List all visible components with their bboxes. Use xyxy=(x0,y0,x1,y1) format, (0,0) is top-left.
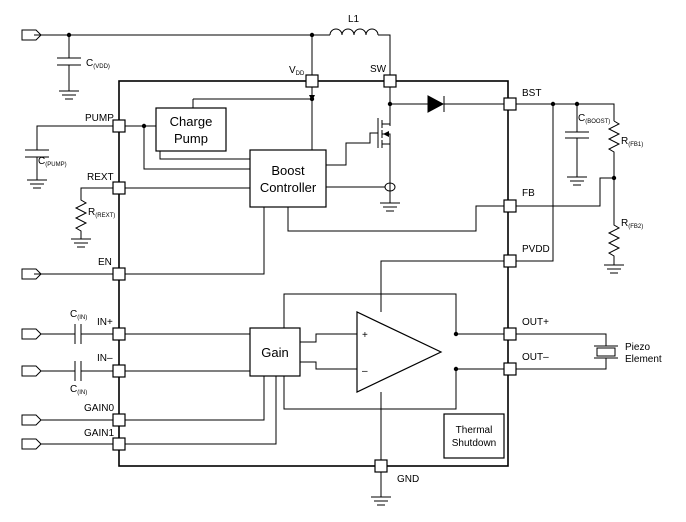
piezo-label-line1: Piezo xyxy=(625,342,650,353)
fb-external-wire xyxy=(516,177,614,207)
charge-pump-block xyxy=(155,107,227,152)
bst-pin-label: BST xyxy=(522,88,541,99)
pvdd-internal-wire xyxy=(380,260,504,312)
r-fb1-label: R(FB1) xyxy=(621,136,643,148)
vdd-pin-label: VDD xyxy=(289,65,305,77)
boost-diode xyxy=(427,95,445,113)
amp-feedback-wires xyxy=(283,293,457,410)
pvdd-pin-label: PVDD xyxy=(522,244,550,255)
r-fb2-label: R(FB2) xyxy=(621,218,643,230)
rext-ground xyxy=(71,238,91,248)
sw-internal-wire xyxy=(389,87,428,126)
out-plus-pin-label: OUT+ xyxy=(522,317,549,328)
in-minus-input-terminal[interactable] xyxy=(21,365,42,377)
gain1-pin-label: GAIN1 xyxy=(84,428,114,439)
boost-mosfet xyxy=(326,118,391,166)
in-minus-external-wire xyxy=(41,361,113,381)
thermal-line2: Shutdown xyxy=(452,438,496,449)
gain1-pin[interactable] xyxy=(112,437,126,451)
r-ext-label: R(REXT) xyxy=(88,207,115,219)
gnd-pin-label: GND xyxy=(397,474,419,485)
pvdd-pin[interactable] xyxy=(503,254,517,268)
piezo-label-line2: Element xyxy=(625,354,662,365)
gain0-pin[interactable] xyxy=(112,413,126,427)
piezo-element xyxy=(594,345,618,359)
rext-pin[interactable] xyxy=(112,181,126,195)
gain-block-label: Gain xyxy=(261,345,288,360)
thermal-shutdown-block xyxy=(443,413,505,459)
c-pump-capacitor xyxy=(25,149,49,189)
c-vdd-label: C(VDD) xyxy=(86,58,110,70)
gnd-pin[interactable] xyxy=(374,459,388,473)
sw-pin[interactable] xyxy=(383,74,397,88)
c-boost-capacitor xyxy=(565,104,589,186)
fb-pin[interactable] xyxy=(503,199,517,213)
c-in-top-label: C(IN) xyxy=(70,309,87,321)
output-amplifier xyxy=(356,311,443,393)
gain-to-amp-wires xyxy=(300,333,357,370)
in-minus-pin-label: IN– xyxy=(97,353,113,364)
charge-pump-to-boost-wire xyxy=(159,151,250,160)
en-pin[interactable] xyxy=(112,267,126,281)
gain0-pin-label: GAIN0 xyxy=(84,403,114,414)
in-plus-pin-label: IN+ xyxy=(97,317,113,328)
gnd-symbol xyxy=(371,496,391,506)
out-minus-pin[interactable] xyxy=(503,362,517,376)
inductor-l1 xyxy=(329,28,379,36)
c-boost-label: C(BOOST) xyxy=(578,113,610,125)
r-fb1-resistor xyxy=(607,120,621,178)
vdd-input-terminal[interactable] xyxy=(21,29,42,41)
thermal-line1: Thermal xyxy=(456,425,493,436)
r-fb2-ground xyxy=(604,264,624,274)
fb-pin-label: FB xyxy=(522,188,535,199)
junction-dot xyxy=(387,101,393,107)
in-plus-pin[interactable] xyxy=(112,327,126,341)
amp-minus-sign: – xyxy=(362,366,368,377)
c-in-bottom-label: C(IN) xyxy=(70,384,87,396)
bst-external-wire xyxy=(516,103,615,121)
c-vdd-capacitor xyxy=(57,35,81,100)
out-minus-pin-label: OUT– xyxy=(522,352,549,363)
en-pin-label: EN xyxy=(98,257,112,268)
charge-pump-line2: Pump xyxy=(174,131,208,146)
bst-pin[interactable] xyxy=(503,97,517,111)
in-minus-pin[interactable] xyxy=(112,364,126,378)
boost-controller-line2: Controller xyxy=(260,180,317,195)
in-plus-input-terminal[interactable] xyxy=(21,328,42,340)
rext-external-wire xyxy=(74,187,113,239)
pump-to-boost-wire xyxy=(143,126,250,170)
gain0-wire xyxy=(41,376,265,421)
sw-wire xyxy=(378,34,391,78)
en-internal-wire xyxy=(125,207,265,275)
out-plus-pin[interactable] xyxy=(503,327,517,341)
junction-dot xyxy=(453,366,459,372)
gain0-input-terminal[interactable] xyxy=(21,414,42,426)
en-input-terminal[interactable] xyxy=(21,268,42,280)
amp-plus-sign: + xyxy=(362,330,368,341)
pump-pin-label: PUMP xyxy=(85,113,114,124)
pump-pin[interactable] xyxy=(112,119,126,133)
boost-controller-block xyxy=(249,149,327,208)
in-plus-external-wire xyxy=(41,324,113,344)
rext-pin-label: REXT xyxy=(87,172,114,183)
gain1-wire xyxy=(41,376,277,445)
c-pump-label: C(PUMP) xyxy=(38,156,67,168)
boost-controller-line1: Boost xyxy=(271,163,305,178)
vdd-pin[interactable] xyxy=(305,74,319,88)
gain1-input-terminal[interactable] xyxy=(21,438,42,450)
sw-pin-label: SW xyxy=(370,64,387,75)
charge-pump-line1: Charge xyxy=(170,114,213,129)
fb-internal-wire xyxy=(287,205,504,232)
pvdd-external-wire xyxy=(516,104,554,262)
gain-block xyxy=(249,327,301,377)
mosfet-ground xyxy=(380,202,400,212)
junction-dot xyxy=(453,331,459,337)
pump-external-wire xyxy=(36,125,113,150)
inductor-label: L1 xyxy=(348,14,360,25)
piezo-wires xyxy=(516,333,607,370)
r-fb2-resistor xyxy=(607,178,621,265)
vdd-internal-arrow xyxy=(309,95,315,101)
